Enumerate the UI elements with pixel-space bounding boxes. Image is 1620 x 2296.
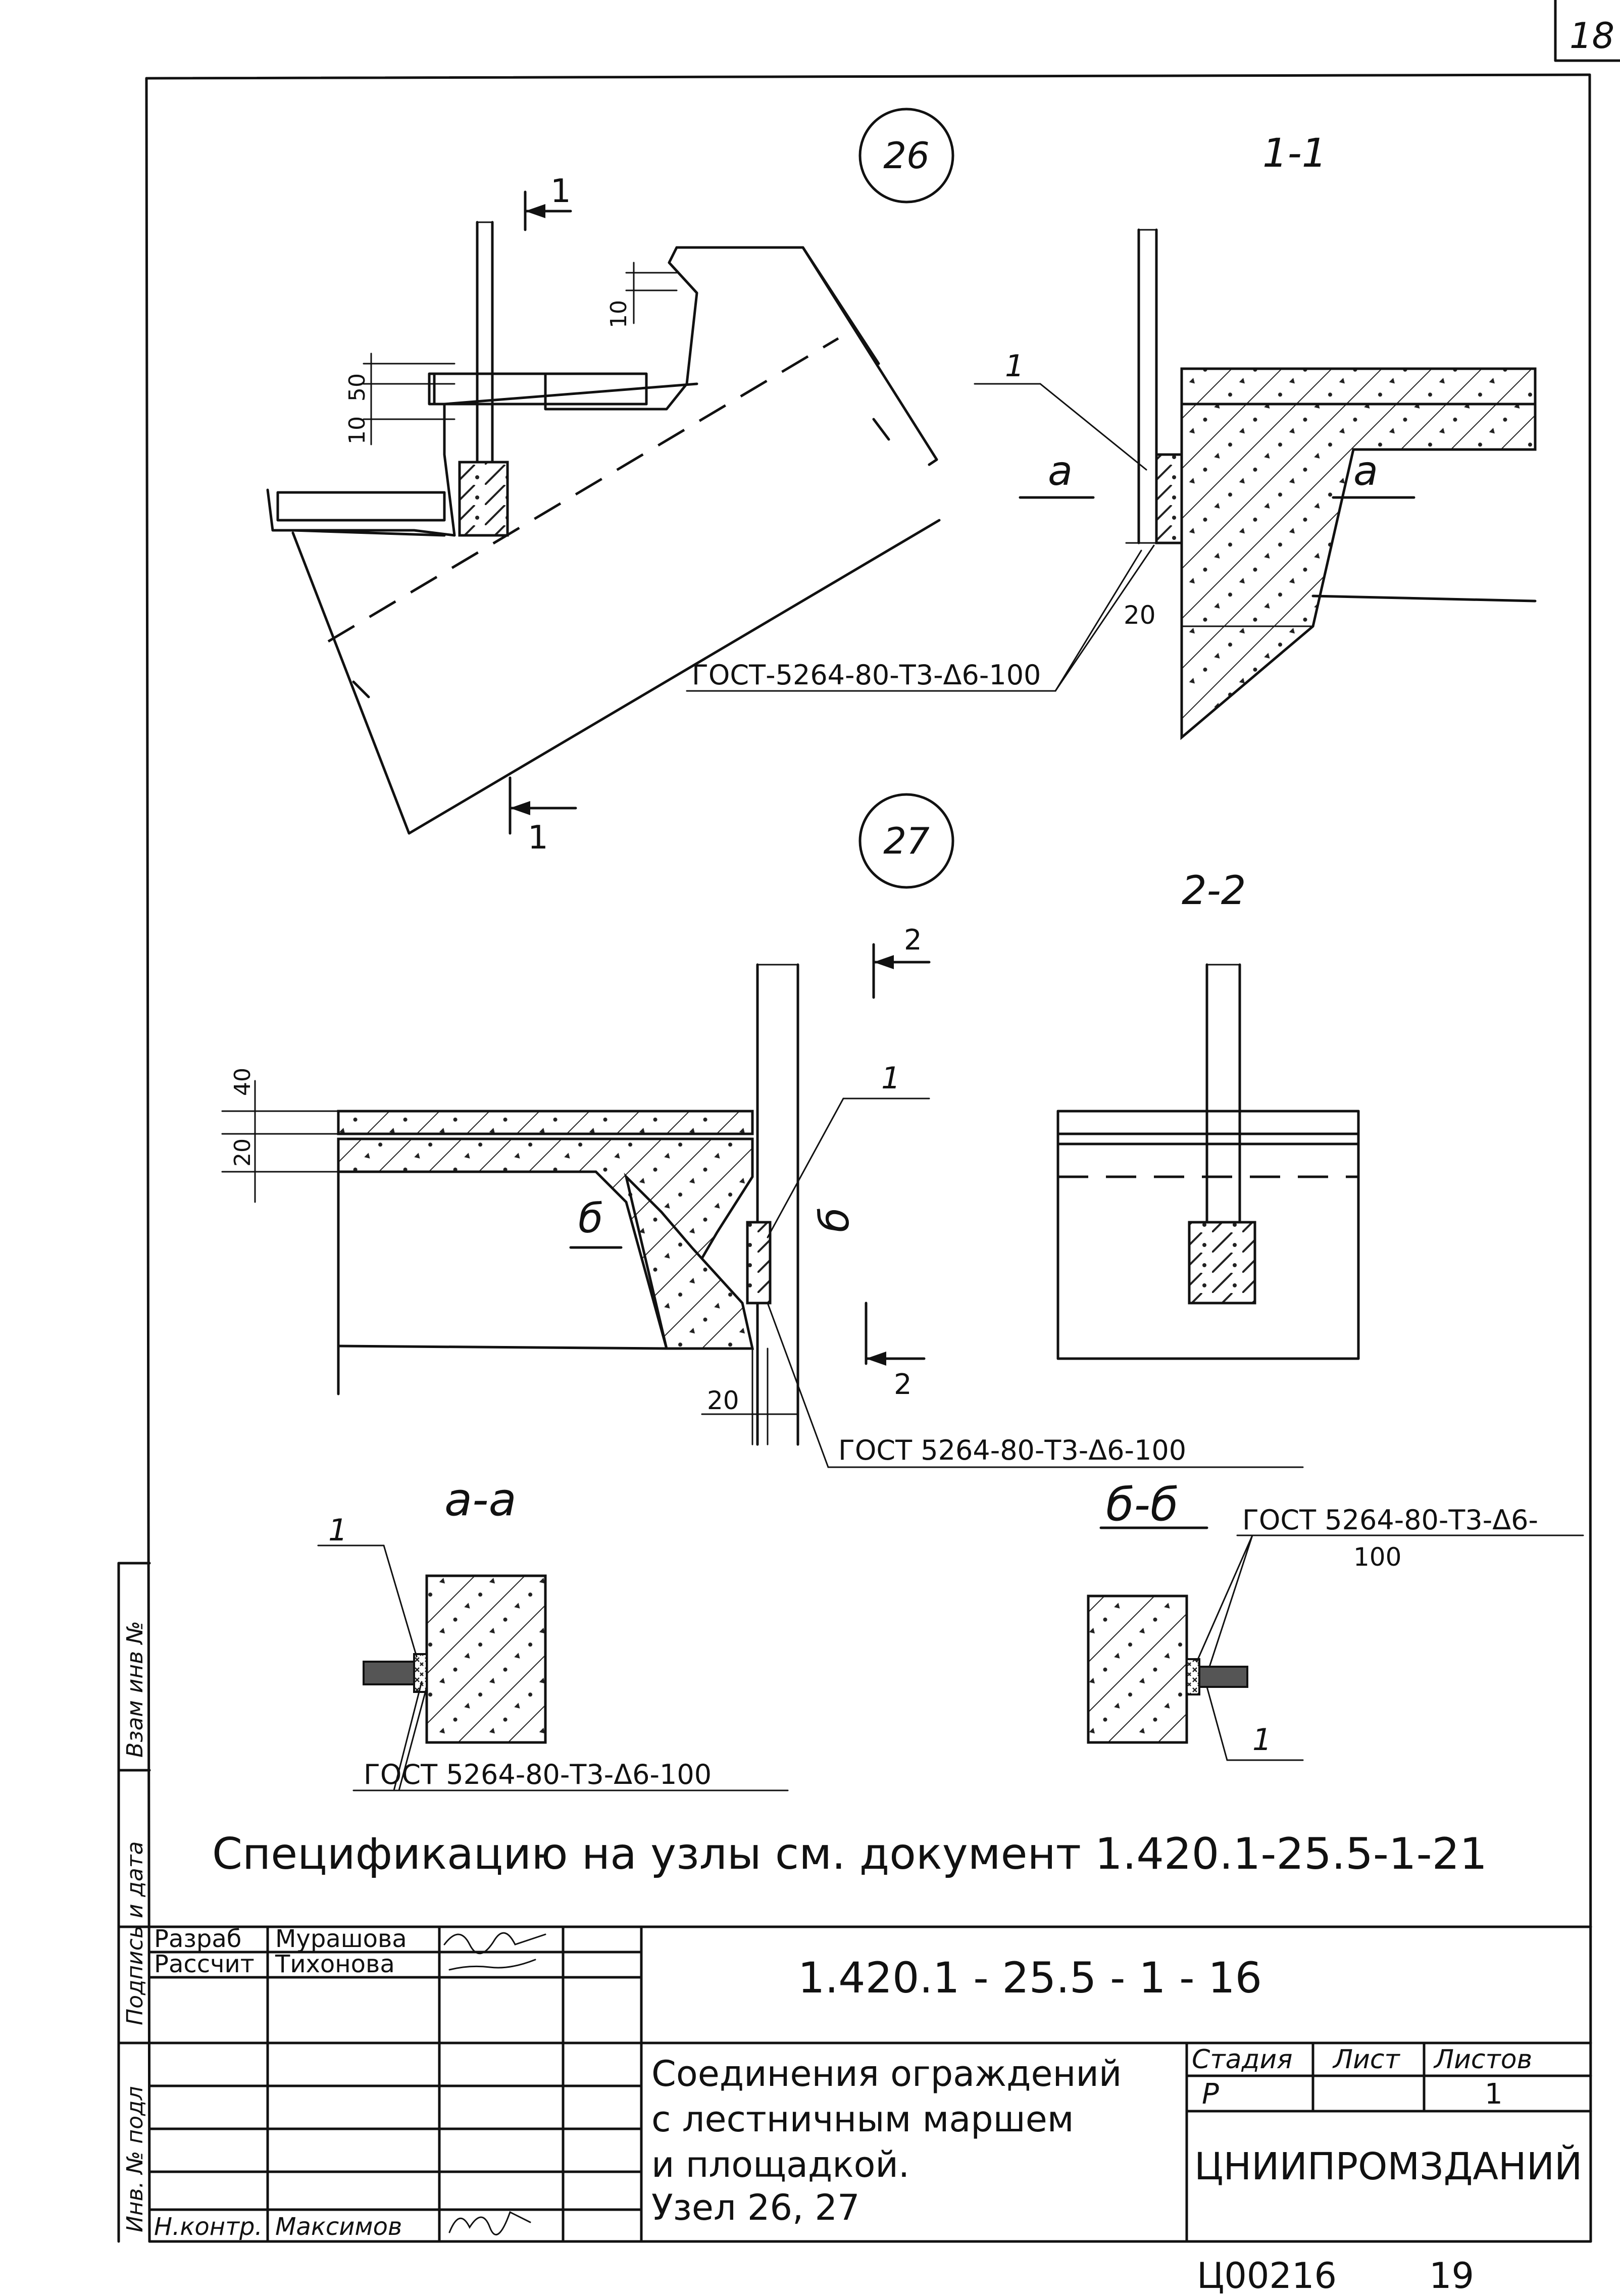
node-26-dim-20: 20 (1124, 601, 1156, 630)
organization: ЦНИИПРОМЗДАНИЙ (1194, 2144, 1582, 2188)
title-line-2: с лестничным маршем (651, 2099, 1074, 2140)
node-26-section-a-left: а (1048, 447, 1073, 494)
node-27-cut-top: 2 (904, 924, 922, 957)
stage-header: Стадия (1192, 2044, 1293, 2075)
node-27-dim-20-bottom: 20 (707, 1386, 739, 1415)
sheet-frame (117, 0, 1620, 2243)
name-developer: Мурашова (275, 1925, 407, 1953)
node-27-pos-1: 1 (881, 1061, 900, 1096)
title-line-3: и площадкой. (651, 2144, 909, 2185)
bottom-stamp: Ц00216 (1197, 2255, 1337, 2296)
node-27-dim-40: 40 (230, 1068, 256, 1096)
node-27-drawing: 27 40 20 20 1 б б 2 (221, 793, 1360, 1468)
node-26-dim-10-left: 10 (344, 416, 370, 444)
title-block (117, 1925, 1592, 2243)
label-inv-podl: Инв. № подл (122, 2086, 148, 2232)
section-bb-title: б-б (1106, 1478, 1178, 1531)
stage-value: Р (1202, 2078, 1219, 2111)
specification-note: Спецификацию на узлы см. документ 1.420.… (212, 1829, 1487, 1879)
role-norm-control: Н.контр. (154, 2213, 263, 2241)
node-26-section-a-right: а (1353, 447, 1378, 494)
label-vzam-inv: Взам инв № (122, 1621, 148, 1758)
node-26-weld-note: ГОСТ-5264-80-Т3-Δ6-100 (692, 659, 1041, 691)
node-27-marker-circle (858, 793, 954, 889)
role-developer: Разраб (154, 1925, 241, 1953)
doc-code: 1.420.1 - 25.5 - 1 - 16 (798, 1953, 1262, 2003)
node-26-marker: 26 (883, 134, 930, 177)
node-27-cut-bottom: 2 (894, 1368, 912, 1401)
name-calculator: Тихонова (275, 1950, 395, 1978)
node-26-dim-50: 50 (344, 373, 370, 402)
section-bb-drawing: б-б ГОСТ 5264-80-Т3-Δ6- 100 1 (1087, 1478, 1584, 1761)
node-27-section-b-right: б (811, 1208, 858, 1232)
section-bb-pos-1: 1 (1252, 1722, 1272, 1758)
title-line-1: Соединения ограждений (651, 2053, 1122, 2094)
section-aa-pos-1: 1 (328, 1513, 347, 1548)
sheet-value: 1 (1485, 2078, 1503, 2111)
label-podpis-data: Подпись и дата (122, 1841, 148, 2025)
name-norm-control: Максимов (275, 2213, 402, 2241)
section-aa-weld-note: ГОСТ 5264-80-Т3-Δ6-100 (364, 1759, 712, 1790)
node-26-section-title: 1-1 (1262, 131, 1327, 176)
node-27-weld-note: ГОСТ 5264-80-Т3-Δ6-100 (838, 1434, 1186, 1466)
section-aa-title: а-а (444, 1473, 517, 1526)
node-27-section-b-left: б (578, 1195, 603, 1242)
sheet-header: Лист (1332, 2044, 1400, 2075)
node-26-marker-circle (858, 108, 954, 204)
node-26-pos-1: 1 (1005, 348, 1024, 384)
node-26-cut-top: 1 (550, 173, 571, 210)
node-27-section-title: 2-2 (1182, 868, 1246, 914)
bottom-page: 19 (1429, 2255, 1474, 2296)
role-calculator: Рассчит (154, 1950, 255, 1978)
signature-marks (443, 1932, 546, 2235)
section-bb-weld-note: ГОСТ 5264-80-Т3-Δ6- (1242, 1504, 1538, 1536)
section-aa-drawing: а-а 1 ГОСТ 5264-80-Т3-Δ6-100 (317, 1473, 789, 1791)
sheets-header: Листов (1433, 2044, 1532, 2075)
node-26-drawing: 26 1 1 50 10 (266, 108, 1537, 857)
corner-number: 18 (1570, 15, 1614, 57)
node-27-dim-20-left: 20 (230, 1138, 256, 1167)
node-26-cut-bottom: 1 (528, 819, 548, 857)
title-line-4: Узел 26, 27 (651, 2187, 860, 2228)
section-bb-weld-note-2: 100 (1353, 1542, 1401, 1572)
node-27-marker: 27 (883, 820, 930, 862)
node-26-dim-10-top: 10 (606, 300, 632, 328)
